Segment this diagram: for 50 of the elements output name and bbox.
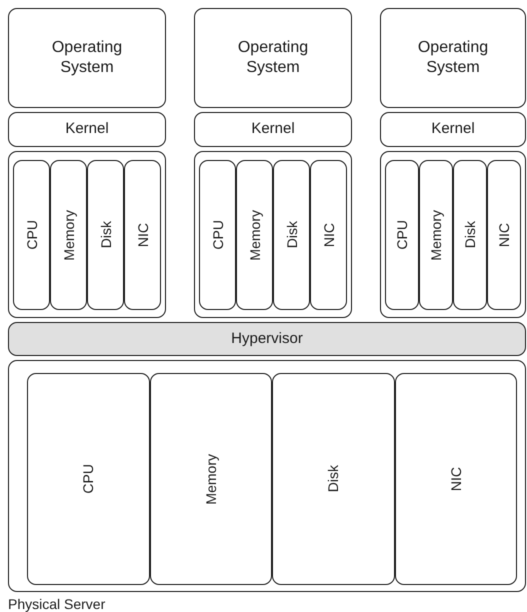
kernel-box — [380, 112, 526, 147]
resource-label: Memory — [428, 210, 444, 260]
resource-label: Disk — [98, 221, 114, 249]
resource-label: CPU — [80, 464, 96, 494]
resource-label: Memory — [246, 210, 262, 260]
box-label: Kernel — [250, 120, 296, 139]
box-label: Operating System — [416, 38, 490, 78]
resource-label: CPU — [24, 220, 40, 250]
resource-label: NIC — [134, 222, 150, 248]
resource-box — [453, 160, 487, 310]
resource-box — [273, 160, 310, 310]
box-label: Kernel — [430, 120, 476, 139]
resource-label: Memory — [60, 210, 76, 260]
resource-box — [50, 160, 87, 310]
os-box — [8, 8, 166, 108]
os-box — [380, 8, 526, 108]
resource-box — [385, 160, 419, 310]
resource-box — [272, 373, 394, 585]
kernel-box — [8, 112, 166, 147]
resource-label: Disk — [284, 221, 300, 249]
resource-box — [310, 160, 347, 310]
resource-box — [394, 373, 517, 585]
resource-box — [419, 160, 453, 310]
box-label: Operating System — [50, 38, 124, 78]
os-box — [194, 8, 352, 108]
resource-label: Disk — [462, 221, 478, 249]
virtual-hardware-box — [380, 151, 526, 318]
resource-box — [199, 160, 236, 310]
resource-label: Disk — [325, 465, 342, 493]
box-label: Kernel — [64, 120, 110, 139]
resource-label: NIC — [320, 222, 336, 248]
virtual-hardware-box — [194, 151, 352, 318]
resource-label: Memory — [202, 454, 219, 504]
resource-box — [87, 160, 124, 310]
resource-label: NIC — [448, 466, 464, 492]
resource-label: NIC — [496, 222, 512, 248]
resource-box — [27, 373, 150, 585]
resource-label: CPU — [210, 220, 226, 250]
box-label: Hypervisor — [230, 330, 304, 348]
server-label: Physical Server — [8, 596, 106, 612]
hypervisor-band — [8, 322, 526, 356]
resource-box — [150, 373, 272, 585]
resource-box — [236, 160, 273, 310]
box-label: Operating System — [236, 38, 310, 78]
resource-box — [124, 160, 161, 310]
resource-box — [487, 160, 521, 310]
resource-label: CPU — [394, 220, 410, 250]
kernel-box — [194, 112, 352, 147]
resource-box — [13, 160, 50, 310]
virtual-hardware-box — [8, 151, 166, 318]
